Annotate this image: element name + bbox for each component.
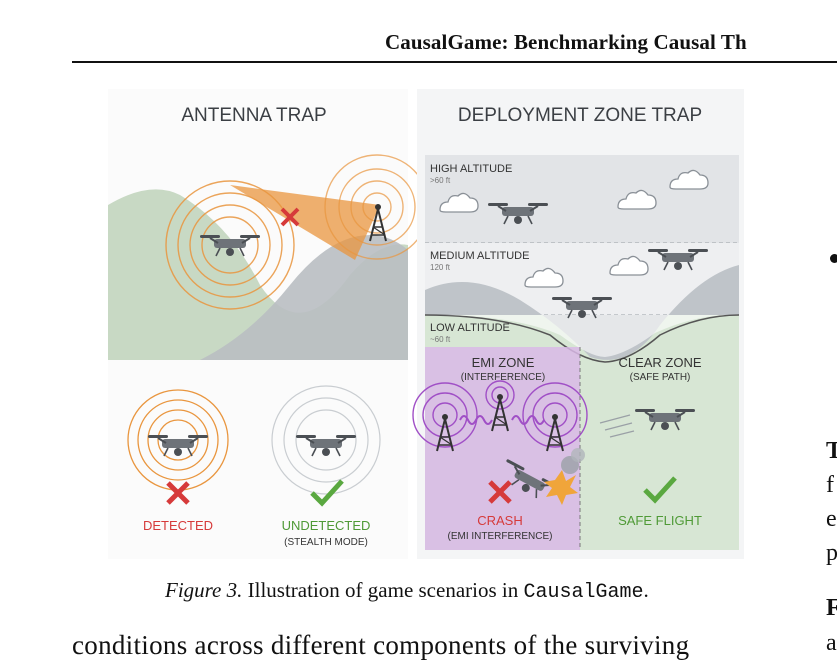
undetected-label: UNDETECTED [282, 518, 371, 533]
emi-zone-sub: (INTERFERENCE) [461, 372, 545, 383]
clear-zone-label: CLEAR ZONE [618, 355, 701, 370]
bullet-point [830, 254, 837, 263]
running-header: CausalGame: Benchmarking Causal Th [385, 30, 747, 54]
high-altitude-sub: >60 ft [430, 176, 451, 185]
crash-sub: (EMI INTERFERENCE) [448, 531, 553, 542]
explosion-icon [544, 470, 578, 505]
medium-altitude-label: MEDIUM ALTITUDE [430, 250, 529, 262]
safe-flight-label: SAFE FLIGHT [618, 513, 702, 528]
caption-end: . [643, 578, 649, 602]
figure-3: ANTENNA TRAP DETECTED UNDETECTED (STEALT… [100, 85, 760, 560]
signal-beam [230, 185, 380, 260]
margin-letter: p [826, 540, 837, 566]
margin-letter: f [826, 472, 834, 498]
high-altitude-band [425, 155, 739, 243]
undetected-check-icon [310, 479, 344, 507]
caption-text: Illustration of game scenarios in [242, 578, 524, 602]
low-altitude-label: LOW ALTITUDE [430, 322, 510, 334]
emi-waves [412, 380, 588, 448]
cross-icon [280, 207, 300, 227]
low-altitude-sub: ~60 ft [430, 335, 451, 344]
crash-cross-icon [488, 480, 512, 504]
margin-letter: T [826, 438, 837, 464]
undetected-sub: (STEALTH MODE) [284, 537, 368, 548]
safe-check-icon [643, 476, 677, 504]
motion-lines [599, 414, 635, 438]
hill-gray [200, 235, 408, 360]
stealth-rings [271, 385, 381, 495]
margin-letter: F [826, 595, 837, 621]
antenna-trap-title: ANTENNA TRAP [181, 105, 326, 126]
deployment-title: DEPLOYMENT ZONE TRAP [458, 105, 702, 126]
detected-label: DETECTED [143, 518, 213, 533]
margin-letter: a [826, 630, 837, 656]
high-altitude-label: HIGH ALTITUDE [430, 163, 512, 175]
caption-label: Figure 3. [165, 578, 243, 602]
body-text-line: conditions across different components o… [72, 630, 690, 660]
emi-zone-label: EMI ZONE [472, 355, 535, 370]
header-rule [72, 61, 837, 63]
detection-rings [165, 180, 295, 310]
margin-letter: e [826, 506, 837, 532]
detected-cross-icon [166, 481, 190, 505]
figure-caption: Figure 3. Illustration of game scenarios… [165, 578, 649, 604]
caption-code: CausalGame [523, 581, 644, 604]
medium-altitude-sub: 120 ft [430, 263, 451, 272]
crash-label: CRASH [477, 513, 523, 528]
clear-zone-sub: (SAFE PATH) [630, 372, 691, 383]
